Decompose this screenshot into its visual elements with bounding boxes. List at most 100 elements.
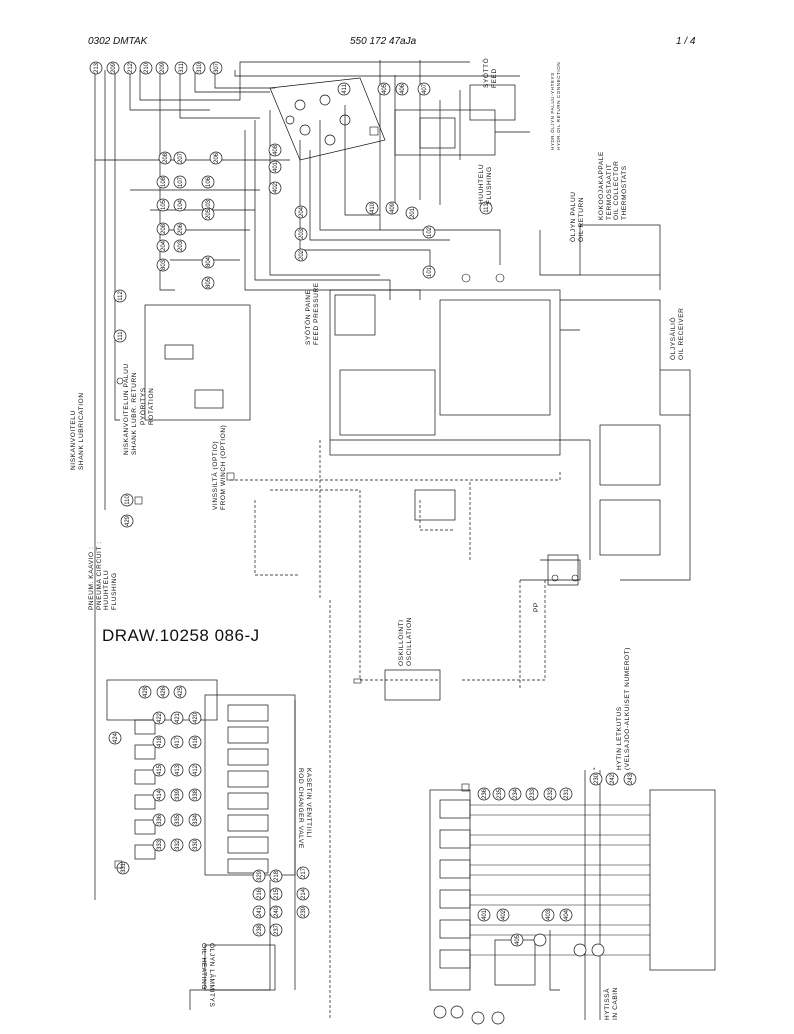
bubble-number: 104 [178, 199, 184, 210]
bubble-number: 111 [118, 331, 124, 341]
bubble-number: 803 [161, 259, 167, 270]
bubble-number: 107 [178, 176, 184, 187]
bubble-number: 424 [113, 732, 119, 743]
bubble-number: 103 [206, 199, 212, 210]
bubble-number: 413 [175, 764, 181, 775]
bubble-number: 412 [193, 764, 199, 775]
bubble-number: 206 [178, 223, 184, 234]
bubble-number: 404 [564, 909, 570, 920]
bubble-number: 241 [257, 906, 263, 917]
bubble-number: 332 [175, 839, 181, 850]
bubble-number: 212 [128, 62, 134, 73]
bubble-number: 339 [175, 789, 181, 800]
bubble-number: 105 [161, 199, 167, 210]
bubble-number: 411 [342, 84, 348, 94]
bubble-number: 804 [206, 256, 212, 267]
header-left: 0302 DMTAK [88, 36, 148, 47]
bubble-number: 210 [144, 62, 150, 73]
bubble-number: 416 [193, 736, 199, 747]
bubble-number: 204 [161, 240, 167, 251]
bubble-number: 235 [497, 788, 503, 799]
drawing-number: DRAW.10258 086-J [102, 626, 260, 645]
bubble-number: 429 [125, 515, 131, 526]
bubble-number: 425 [178, 686, 184, 697]
bubble-number: 426 [161, 686, 167, 697]
bubble-number: 237 [274, 924, 280, 935]
bubble-number: 405 [515, 934, 521, 945]
bubble-number: 240 [274, 906, 280, 917]
bubble-number: 336 [157, 814, 163, 825]
bubble-number: 233 [530, 788, 536, 799]
bubble-number: 330 [193, 839, 199, 850]
bubble-number: 208 [163, 152, 169, 163]
bubble-number: 407 [422, 83, 428, 94]
bubble-number: 401 [482, 909, 488, 920]
bubble-number: 203 [178, 240, 184, 251]
bubble-number: 242 [610, 773, 616, 784]
bubble-number: 334 [193, 814, 199, 825]
bubble-number: 403 [546, 909, 552, 920]
bubble-number: 417 [175, 736, 181, 747]
bubble-number: 217 [301, 867, 307, 878]
bubble-number: 232 [548, 788, 554, 799]
bubble-number: 307 [214, 62, 220, 73]
bubble-number: 238 [257, 924, 263, 935]
bubble-number: 203 [299, 228, 305, 239]
bubble-number: 207 [178, 152, 184, 163]
label-from-winch: VINSSILTÄ (OPTIO)FROM WINCH (OPTION) [212, 424, 227, 510]
bubble-number: 112 [118, 291, 124, 301]
bubble-number: 102 [427, 226, 433, 237]
bubble-number: 230 [594, 773, 600, 784]
bubble-number: 239 [301, 906, 307, 917]
bubble-number: 213 [94, 62, 100, 73]
bubble-number: 406 [400, 83, 406, 94]
bubble-number: 106 [206, 176, 212, 187]
bubble-number: 215 [274, 888, 280, 899]
bubble-number: 405 [382, 83, 388, 94]
header-doc-number: 550 172 47aJa [350, 36, 417, 47]
bubble-number: 401 [273, 161, 279, 172]
bubble-number: 231 [564, 788, 570, 799]
bubble-number: 101 [427, 266, 433, 277]
bubble-number: 409 [390, 202, 396, 213]
label-pneuma-circuit: PNEUM. KAAVIO :PNEUMA CIRCUIT : HUUHTELU… [88, 541, 118, 610]
bubble-number: 410 [370, 202, 376, 213]
bubble-number: 110 [125, 495, 131, 505]
bubble-number: 209 [111, 62, 117, 73]
bubble-number: 205 [206, 208, 212, 219]
bubble-number: 422 [157, 712, 163, 723]
label-pp: PP [533, 602, 540, 612]
bubble-number: 402 [501, 909, 507, 920]
bubble-number: 201 [410, 207, 416, 218]
header-page: 1 / 4 [676, 36, 696, 47]
bubble-number: 311 [179, 63, 185, 73]
bubble-number: 421 [175, 712, 181, 723]
bubble-number: 408 [273, 144, 279, 155]
bubble-number: 805 [206, 277, 212, 288]
bubble-number: 402 [273, 182, 279, 193]
bubble-number: 234 [513, 788, 519, 799]
bubble-number: 310 [197, 62, 203, 73]
bubble-number: 204 [299, 206, 305, 217]
bubble-number: 331 [121, 862, 127, 873]
bubble-number: 420 [193, 712, 199, 723]
bubble-number: 206 [214, 152, 220, 163]
bubble-number: 214 [301, 888, 307, 899]
bubble-number: 414 [157, 789, 163, 800]
bubble-number: 329 [257, 870, 263, 881]
bubble-number: 209 [160, 62, 166, 73]
bubble-number: 243 [628, 773, 634, 784]
